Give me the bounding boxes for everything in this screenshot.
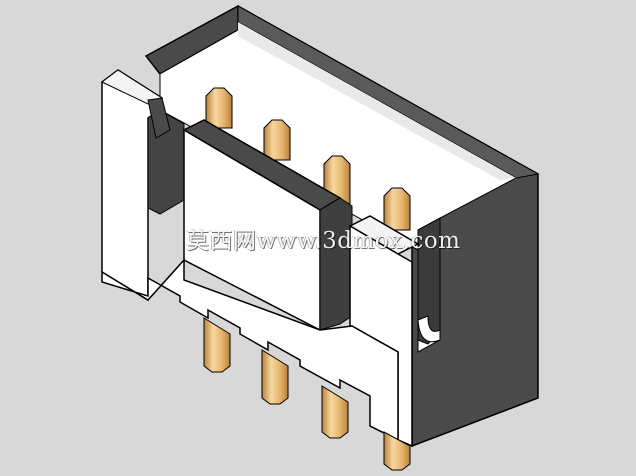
pin-upper: [205, 87, 233, 129]
housing-base-front: [101, 258, 399, 442]
pin-lower: [203, 317, 231, 373]
housing-notch: [147, 97, 171, 139]
pin-legs-lower: [203, 317, 411, 471]
pin-upper: [263, 119, 291, 161]
housing-inner-edge: [238, 22, 516, 180]
slot-curve: [417, 315, 441, 343]
pin-lower: [261, 349, 289, 405]
pin-lower: [321, 385, 349, 439]
pin-upper: [383, 187, 411, 231]
pin-lower: [383, 431, 411, 471]
housing-center-slot: [319, 197, 353, 331]
